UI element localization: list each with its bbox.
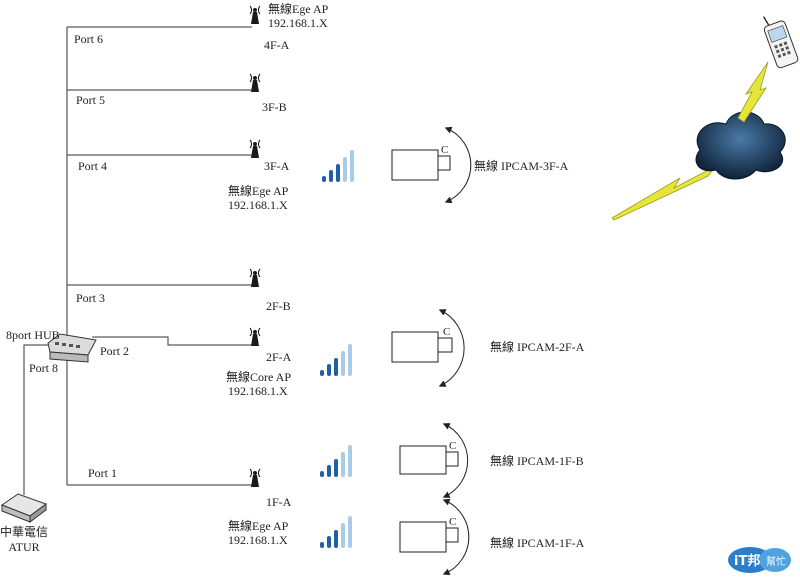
ap-2fa-name: 2F-A xyxy=(266,350,292,364)
signal-bars-icon-3fa xyxy=(322,150,354,182)
camera-icon-1fa xyxy=(399,498,470,576)
wiring xyxy=(23,26,252,495)
ap-1fa-type: 無線Ege AP xyxy=(228,518,289,533)
hub-device xyxy=(47,333,97,363)
ap-4fa-icon xyxy=(249,5,261,24)
ap-4fa-name: 4F-A xyxy=(264,38,290,52)
signal-bars-icon-2fa xyxy=(320,344,352,376)
camera-2fa-lens: C xyxy=(443,326,450,338)
camera-3fa-lens: C xyxy=(441,144,448,156)
lightning-icon-lower xyxy=(611,165,717,221)
ap-3fa-type: 無線Ege AP xyxy=(228,183,289,198)
ithome-logo: iT邦 幫忙 xyxy=(728,547,791,573)
atur-label-line1: 中華電信 xyxy=(0,524,48,539)
camera-icon-3fa xyxy=(391,126,472,204)
hub-label: 8port HUB xyxy=(6,328,60,342)
port3-label: Port 3 xyxy=(76,291,105,305)
camera-1fa-lens: C xyxy=(449,516,456,528)
port6-label: Port 6 xyxy=(74,32,103,46)
ap-1fa-icon xyxy=(249,468,261,487)
ap-3fb-name: 3F-B xyxy=(262,100,287,114)
lightning-icon-upper xyxy=(737,61,769,123)
port4-label: Port 4 xyxy=(78,159,107,173)
ap-3fb-icon xyxy=(249,73,261,92)
port1-label: Port 1 xyxy=(88,466,117,480)
logo-text: iT邦 xyxy=(734,553,760,569)
port2-line xyxy=(92,336,252,346)
camera-1fb-lens: C xyxy=(449,440,456,452)
ap-3fa-name: 3F-A xyxy=(264,159,290,173)
ap-4fa-ip: 192.168.1.X xyxy=(268,16,328,30)
camera-1fa-label: 無線 IPCAM-1F-A xyxy=(490,535,585,550)
port8-label: Port 8 xyxy=(29,361,58,375)
cloud-icon xyxy=(695,111,786,180)
ap-1fa-name: 1F-A xyxy=(266,495,292,509)
ap-2fa-type: 無線Core AP xyxy=(226,369,291,384)
camera-1fb-label: 無線 IPCAM-1F-B xyxy=(490,453,584,468)
logo-subtext: 幫忙 xyxy=(766,555,786,568)
atur-device xyxy=(0,493,48,523)
camera-icon-1fb xyxy=(399,423,469,498)
camera-2fa-label: 無線 IPCAM-2F-A xyxy=(490,339,585,354)
ap-1fa-ip: 192.168.1.X xyxy=(228,533,288,547)
ap-2fa-ip: 192.168.1.X xyxy=(228,384,288,398)
atur-label-line2: ATUR xyxy=(8,540,39,554)
signal-bars-icon-1fb xyxy=(320,445,352,477)
port8-line xyxy=(23,344,55,495)
camera-3fa-label: 無線 IPCAM-3F-A xyxy=(474,158,569,173)
port2-label: Port 2 xyxy=(100,344,129,358)
port5-label: Port 5 xyxy=(76,93,105,107)
ap-2fb-name: 2F-B xyxy=(266,299,291,313)
mobile-phone-icon xyxy=(762,16,799,69)
ap-2fb-icon xyxy=(249,268,261,287)
signal-bars-icon-1fa xyxy=(320,516,352,548)
camera-icon-2fa xyxy=(391,309,465,387)
ap-4fa-type: 無線Ege AP xyxy=(268,1,329,16)
ap-3fa-ip: 192.168.1.X xyxy=(228,198,288,212)
ap-2fa-icon xyxy=(249,327,261,346)
ap-3fa-icon xyxy=(249,139,261,158)
